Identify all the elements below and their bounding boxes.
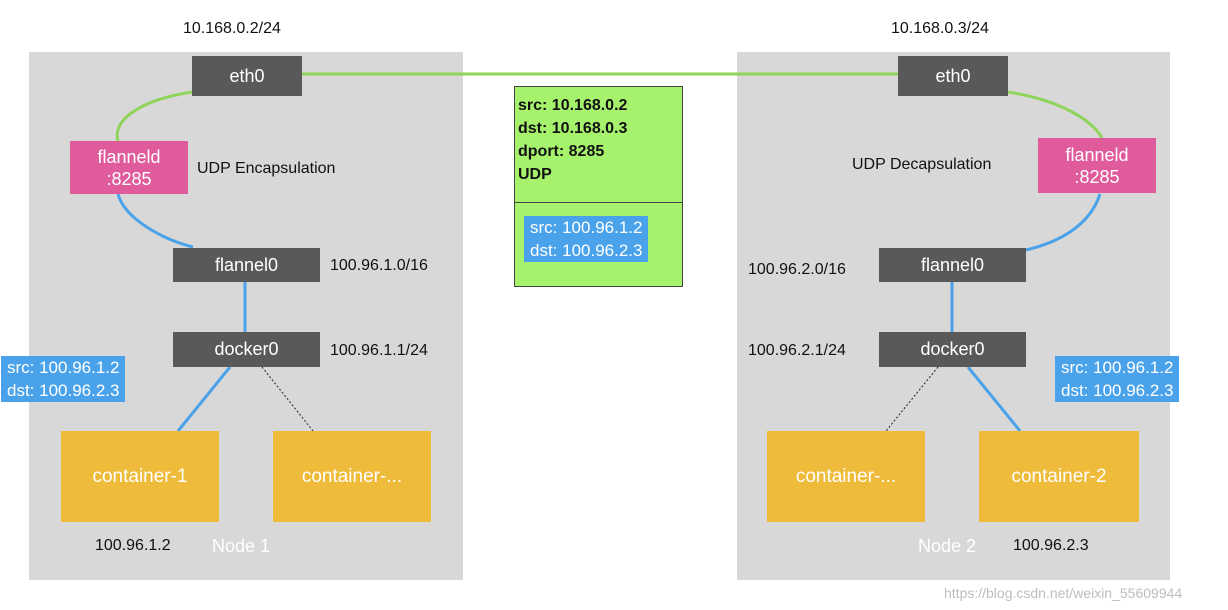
node2-name: Node 2: [918, 536, 977, 556]
node2-flanneld-name: flanneld: [1065, 144, 1129, 165]
node1-eth0-flanneld-link: [115, 90, 193, 142]
node2-packet-src: src: 100.96.1.2: [1061, 358, 1174, 377]
node1-name: Node 1: [212, 536, 271, 556]
node1-flanneld: flanneld :8285: [70, 141, 188, 194]
node2-docker0-container2-link: [966, 366, 1022, 432]
udp-payload-dst: dst: 100.96.2.3: [530, 241, 643, 260]
node2-container-other: container-...: [767, 431, 925, 522]
node1-packet-src: src: 100.96.1.2: [7, 358, 120, 377]
node1-flanneld-port: :8285: [106, 168, 152, 189]
node2-flanneld: flanneld :8285: [1038, 138, 1156, 193]
udp-packet-divider: [515, 202, 682, 203]
node2-packet-dst: dst: 100.96.2.3: [1061, 381, 1174, 400]
node2-flanneld-port: :8285: [1074, 166, 1120, 187]
node1-docker0-container2-link: [261, 366, 314, 432]
node1-docker0-cidr: 100.96.1.1/24: [330, 342, 428, 359]
udp-packet-src: src: 10.168.0.2: [518, 97, 628, 114]
udp-payload-src: src: 100.96.1.2: [530, 218, 643, 237]
node1-process-label: UDP Encapsulation: [197, 160, 336, 177]
node2-container-ip: 100.96.2.3: [1013, 537, 1089, 554]
node1-flanneld-flannel0-link: [116, 193, 194, 249]
node1-container-ip: 100.96.1.2: [95, 537, 171, 554]
node2-container-2: container-2: [979, 431, 1139, 522]
node1-container-other: container-...: [273, 431, 431, 522]
node2-packet: src: 100.96.1.2 dst: 100.96.2.3: [1055, 356, 1180, 402]
node2-docker0-container1-link: [885, 366, 939, 432]
node1-eth0: eth0: [192, 56, 302, 96]
node2-eth0-flanneld-link: [1007, 90, 1104, 139]
udp-packet-dst: dst: 10.168.0.3: [518, 120, 628, 137]
node2-flanneld-flannel0-link: [1025, 193, 1102, 252]
node1-packet-dst: dst: 100.96.2.3: [7, 381, 120, 400]
node1-flannel0: flannel0: [173, 248, 320, 282]
udp-packet-header: src: 10.168.0.2 dst: 10.168.0.3 dport: 8…: [518, 94, 627, 186]
node1-flannel0-cidr: 100.96.1.0/16: [330, 257, 428, 274]
node1-host-ip: 10.168.0.2/24: [183, 20, 281, 37]
node2-docker0: docker0: [879, 332, 1026, 367]
node1-docker0: docker0: [173, 332, 320, 367]
node2-docker0-cidr: 100.96.2.1/24: [748, 342, 846, 359]
udp-packet-dport: dport: 8285: [518, 143, 605, 160]
node2-eth0: eth0: [898, 56, 1008, 96]
node1-packet: src: 100.96.1.2 dst: 100.96.2.3: [1, 356, 126, 402]
node1-flanneld-name: flanneld: [97, 146, 161, 167]
udp-packet-payload: src: 100.96.1.2 dst: 100.96.2.3: [524, 216, 649, 262]
node1-docker0-container1-link: [176, 366, 232, 432]
node2-flannel0: flannel0: [879, 248, 1026, 282]
node2-flannel0-cidr: 100.96.2.0/16: [748, 261, 846, 278]
udp-packet-proto: UDP: [518, 166, 552, 183]
node2-host-ip: 10.168.0.3/24: [891, 20, 989, 37]
udp-packet: src: 10.168.0.2 dst: 10.168.0.3 dport: 8…: [514, 86, 683, 287]
node1-container-1: container-1: [61, 431, 219, 522]
watermark-text: https://blog.csdn.net/weixin_55609944: [944, 585, 1183, 601]
node2-process-label: UDP Decapsulation: [852, 156, 992, 173]
